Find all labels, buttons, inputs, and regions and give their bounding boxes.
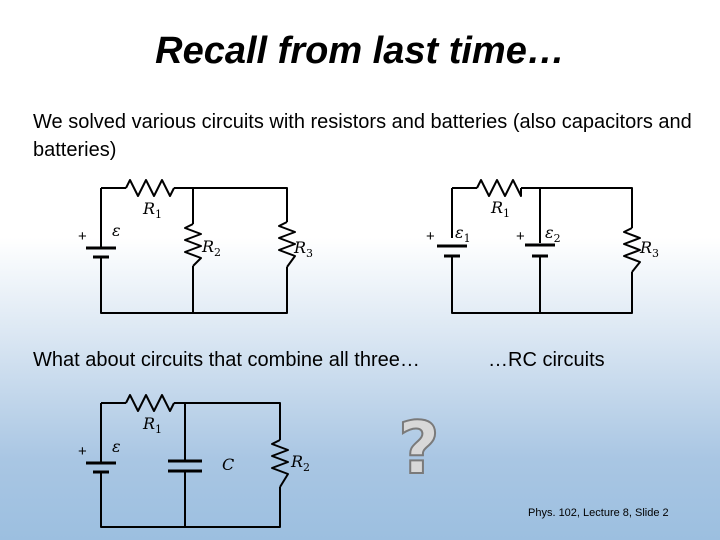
- c2-wire: [521, 187, 633, 228]
- c1-r3-resistor: [278, 221, 296, 268]
- c1-r1-resistor: [125, 179, 175, 197]
- circuit-3: [86, 394, 289, 528]
- question-mark-icon: ?: [397, 406, 441, 490]
- c2-plus1-label: +: [426, 228, 435, 245]
- c2-r1-resistor: [476, 179, 522, 197]
- c3-wire: [174, 402, 281, 440]
- c3-wire: [100, 472, 281, 528]
- c2-emf2-label: ε2: [545, 223, 561, 245]
- c2-wire: [451, 256, 633, 314]
- c3-r1-label: R1: [142, 414, 162, 436]
- c1-r1-label: R1: [142, 199, 162, 221]
- c2-r3-resistor: [623, 227, 641, 273]
- c1-plus-label: +: [78, 228, 87, 245]
- c3-capacitor-label: C: [222, 455, 234, 474]
- c2-emf1-label: ε1: [455, 223, 471, 245]
- intro-text: We solved various circuits with resistor…: [33, 111, 692, 161]
- slide-footer: Phys. 102, Lecture 8, Slide 2: [528, 507, 669, 519]
- c3-emf-label: ε: [112, 437, 121, 456]
- c1-r3-label: R3: [293, 238, 313, 260]
- c2-plus2-label: +: [516, 228, 525, 245]
- c1-r2-resistor: [184, 223, 202, 267]
- slide-title: Recall from last time…: [155, 30, 565, 72]
- c3-r2-resistor: [271, 439, 289, 488]
- circuit-1: [86, 179, 296, 314]
- c2-r1-label: R1: [490, 198, 510, 220]
- c2-r3-label: R3: [639, 238, 659, 260]
- question-text: What about circuits that combine all thr…: [33, 349, 420, 371]
- c1-emf-label: ε: [112, 221, 121, 240]
- c1-r2-label: R2: [201, 237, 221, 259]
- circuit-2: [437, 179, 641, 314]
- rc-circuits-text: …RC circuits: [488, 349, 605, 371]
- c1-wire: [174, 187, 288, 222]
- c3-r2-label: R2: [290, 452, 310, 474]
- c3-plus-label: +: [78, 443, 87, 460]
- c3-r1-resistor: [125, 394, 175, 412]
